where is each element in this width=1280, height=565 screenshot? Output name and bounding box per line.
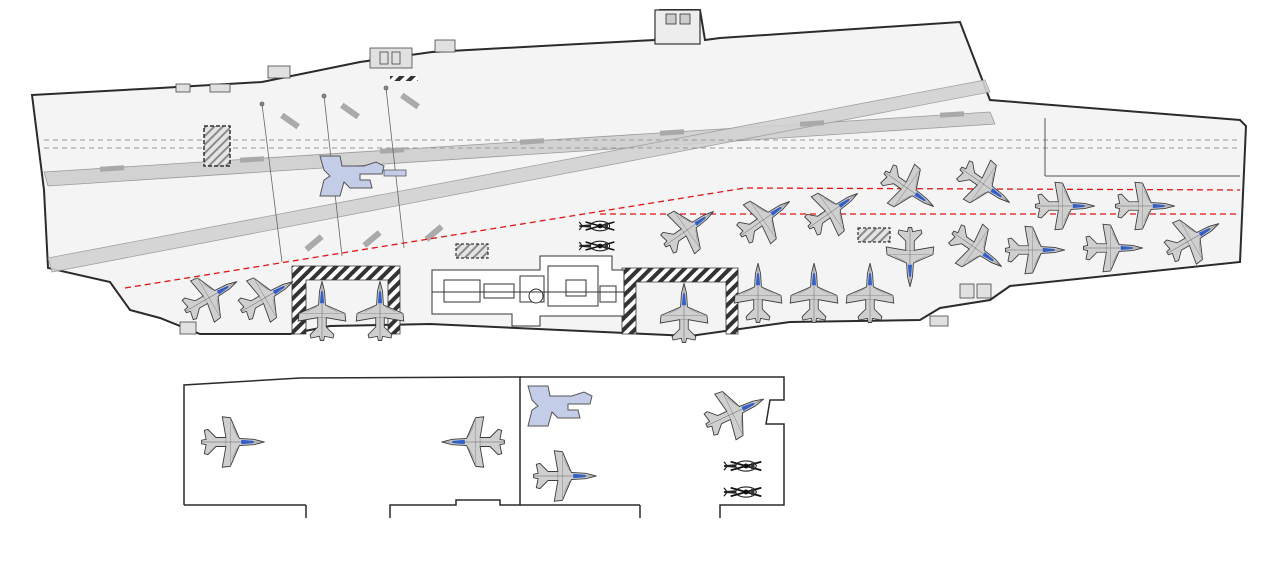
deck-edge-details: [175, 39, 992, 335]
foul-lines: [124, 187, 1241, 289]
deck-marking: [390, 76, 418, 81]
deck-dashes: [280, 92, 444, 252]
fighter-jet-icon: [533, 450, 598, 502]
central-deck-structure: [431, 255, 625, 327]
hangar-deck-aft: [183, 376, 521, 518]
hangar-deck-forward: [520, 376, 785, 518]
deck-marking: [203, 125, 231, 167]
parking-box: [291, 227, 891, 335]
flight-deck: [30, 9, 1248, 344]
aircraft-elevator-icon: [383, 169, 407, 177]
runway-stripes: [99, 111, 965, 172]
island-superstructure-icon: [654, 9, 701, 45]
